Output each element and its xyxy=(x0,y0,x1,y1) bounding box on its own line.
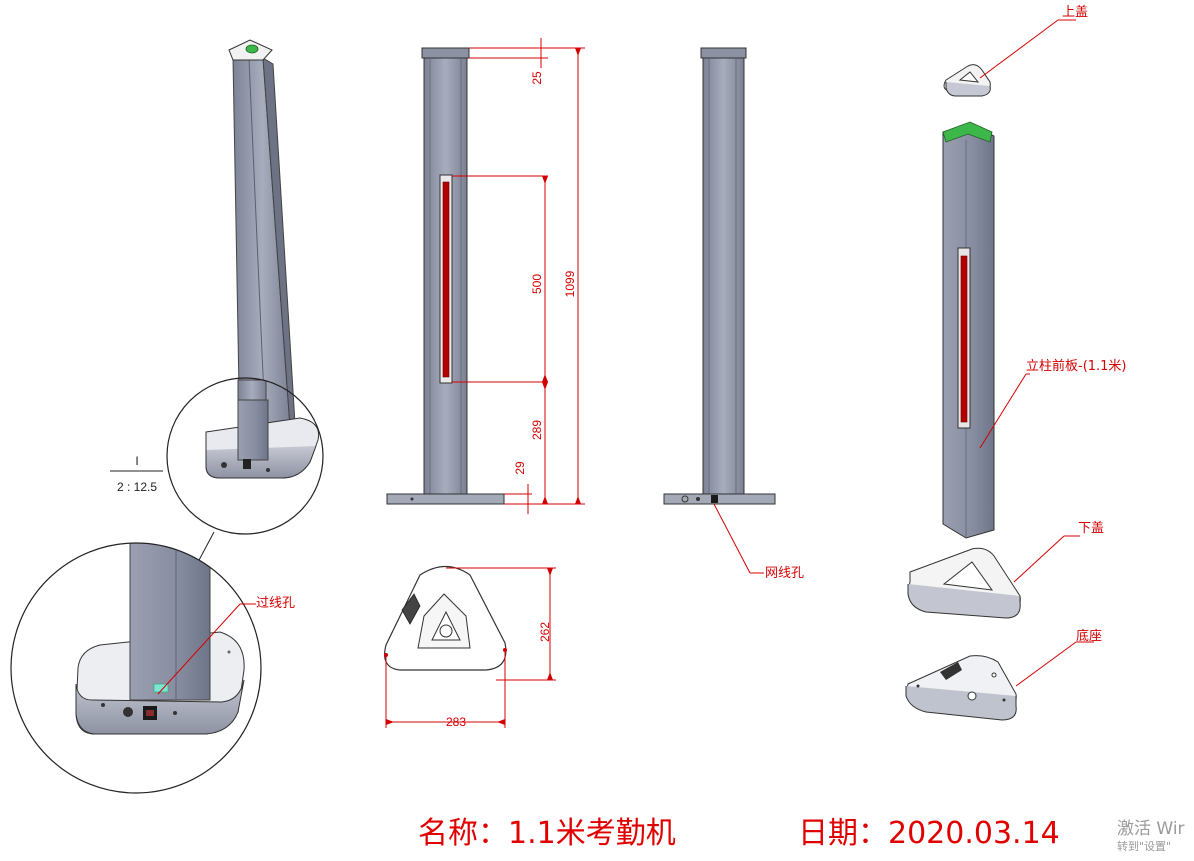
detail-label: I 2 : 12.5 xyxy=(110,454,163,494)
detail-circle-large xyxy=(10,542,262,794)
dim-base-width: 283 xyxy=(446,715,466,729)
detail-id-label: I xyxy=(135,454,138,468)
bottom-cover-label: 下盖 xyxy=(1078,521,1104,536)
base-label: 底座 xyxy=(1076,628,1102,644)
base-top-view: 262 283 xyxy=(384,565,556,729)
top-cover-label: 上盖 xyxy=(1062,5,1088,20)
column-part xyxy=(942,121,995,539)
top-cover-part xyxy=(943,64,991,97)
activation-watermark-subtitle: 转到"设置" xyxy=(1117,840,1172,853)
exploded-view: 上盖 立柱前板-(1.1米) 下盖 xyxy=(905,5,1127,721)
drawing-name: 名称：1.1米考勤机 xyxy=(418,816,676,851)
bottom-cover-part xyxy=(907,547,1021,619)
activation-watermark-title: 激活 Wir xyxy=(1117,819,1185,839)
detail-scale-label: 2 : 12.5 xyxy=(117,480,157,494)
dim-total-height: 1099 xyxy=(563,270,577,297)
red-slot-exploded xyxy=(960,255,968,423)
dim-top-offset: 25 xyxy=(530,71,544,85)
front-panel-label: 立柱前板-(1.1米) xyxy=(1026,358,1127,374)
green-light-icon xyxy=(245,44,259,54)
network-hole-label: 网线孔 xyxy=(765,566,804,581)
dim-slot-length: 500 xyxy=(530,274,544,294)
detail-circle-small xyxy=(166,377,324,535)
network-port-icon xyxy=(711,495,718,503)
drawing-date: 日期：2020.03.14 xyxy=(798,816,1060,851)
dim-base-depth: 262 xyxy=(538,622,552,642)
side-view: 网线孔 xyxy=(663,47,804,581)
front-view: 25 500 1099 289 29 xyxy=(386,38,585,514)
isometric-column-view xyxy=(228,39,297,446)
base-part xyxy=(905,655,1017,721)
wire-hole-label: 过线孔 xyxy=(256,596,295,611)
dim-base-height: 29 xyxy=(513,461,527,475)
red-slot-front xyxy=(442,181,450,378)
dim-lower-offset: 289 xyxy=(530,420,544,440)
wire-hole-callout: 过线孔 xyxy=(157,596,295,695)
green-strip-icon xyxy=(942,121,993,143)
